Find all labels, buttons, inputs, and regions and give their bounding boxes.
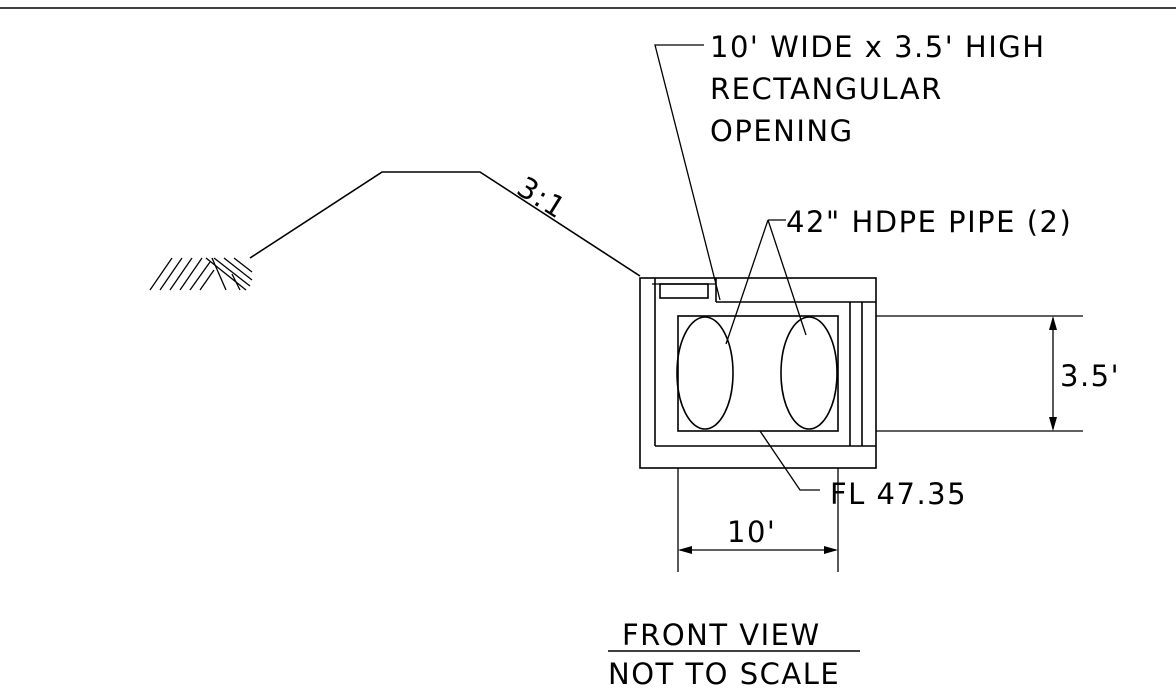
slope-label: 3:1 bbox=[511, 170, 572, 226]
opening-label-line2: RECTANGULAR bbox=[710, 72, 943, 106]
hdpe-pipe-left bbox=[676, 316, 734, 430]
height-dimension-label: 3.5' bbox=[1060, 359, 1120, 393]
scale-note: NOT TO SCALE bbox=[608, 657, 840, 688]
structure-outline bbox=[639, 277, 877, 469]
inset-block bbox=[659, 283, 709, 299]
flowline-leader bbox=[759, 430, 820, 491]
view-title: FRONT VIEW bbox=[622, 618, 821, 652]
height-dimension bbox=[876, 315, 1083, 432]
hdpe-pipe-right bbox=[780, 316, 838, 430]
opening-label-line3: OPENING bbox=[710, 114, 854, 148]
width-dimension bbox=[677, 468, 839, 572]
embankment-profile bbox=[249, 171, 641, 277]
ground-hatch bbox=[149, 257, 253, 291]
width-dimension-label: 10' bbox=[727, 515, 776, 549]
flowline-label: FL 47.35 bbox=[830, 477, 967, 511]
outlet-structure bbox=[639, 277, 877, 469]
pipe-label: 42" HDPE PIPE (2) bbox=[786, 205, 1072, 239]
pipe-leaders bbox=[725, 219, 807, 345]
rectangular-opening bbox=[677, 315, 839, 432]
opening-leader bbox=[654, 44, 721, 301]
opening-label-line1: 10' WIDE x 3.5' HIGH bbox=[710, 30, 1046, 64]
